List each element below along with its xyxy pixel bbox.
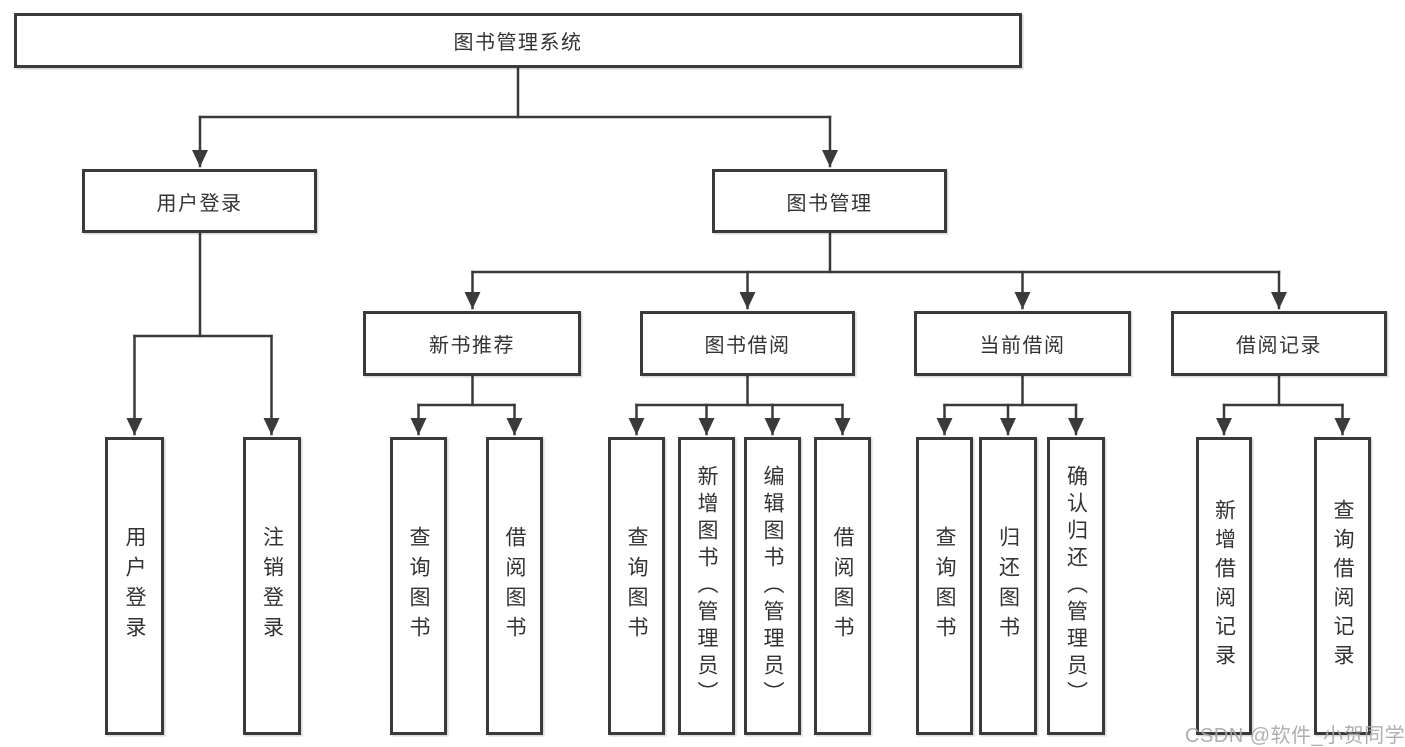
- leaf-edit-book-admin: 编辑图书（管理员）: [744, 437, 801, 735]
- leaf-logout-login: 注销登录: [243, 437, 301, 735]
- node-current-borrow: 当前借阅: [914, 311, 1131, 376]
- leaf-user-login: 用户登录: [105, 437, 164, 735]
- leaf-label: 新增借阅记录: [1212, 499, 1236, 673]
- node-borrow-records: 借阅记录: [1171, 311, 1387, 376]
- leaf-add-borrow-record: 新增借阅记录: [1196, 437, 1252, 735]
- node-user-login: 用户登录: [82, 169, 317, 233]
- leaf-query-borrow-record: 查询借阅记录: [1314, 437, 1371, 735]
- leaf-label: 新增图书（管理员）: [695, 464, 718, 708]
- leaf-label: 注销登录: [260, 526, 284, 646]
- node-book-borrow: 图书借阅: [640, 311, 855, 376]
- leaf-label: 查询借阅记录: [1331, 499, 1354, 673]
- leaf-label: 查询图书: [933, 526, 956, 646]
- leaf-return-book: 归还图书: [979, 437, 1037, 735]
- node-new-book-recommend: 新书推荐: [363, 311, 581, 376]
- leaf-label: 借阅图书: [831, 526, 854, 646]
- leaf-label: 确认归还（管理员）: [1064, 464, 1088, 708]
- node-root-library-system: 图书管理系统: [14, 13, 1022, 68]
- csdn-watermark: CSDN @软件_小贺同学: [1185, 725, 1405, 747]
- leaf-label: 用户登录: [123, 526, 146, 646]
- leaf-borrow-books-recommend: 借阅图书: [486, 437, 543, 735]
- leaf-label: 查询图书: [625, 526, 648, 646]
- leaf-borrow-books-borrow: 借阅图书: [814, 437, 871, 735]
- leaf-confirm-return-admin: 确认归还（管理员）: [1047, 437, 1105, 735]
- leaf-query-books-current: 查询图书: [916, 437, 973, 735]
- leaf-query-books-recommend: 查询图书: [390, 437, 447, 735]
- leaf-label: 归还图书: [996, 526, 1020, 646]
- leaf-label: 查询图书: [407, 526, 430, 646]
- leaf-label: 借阅图书: [503, 526, 526, 646]
- leaf-label: 编辑图书（管理员）: [761, 464, 784, 708]
- node-book-management: 图书管理: [712, 169, 947, 233]
- leaf-query-books-borrow: 查询图书: [608, 437, 665, 735]
- leaf-add-book-admin: 新增图书（管理员）: [678, 437, 735, 735]
